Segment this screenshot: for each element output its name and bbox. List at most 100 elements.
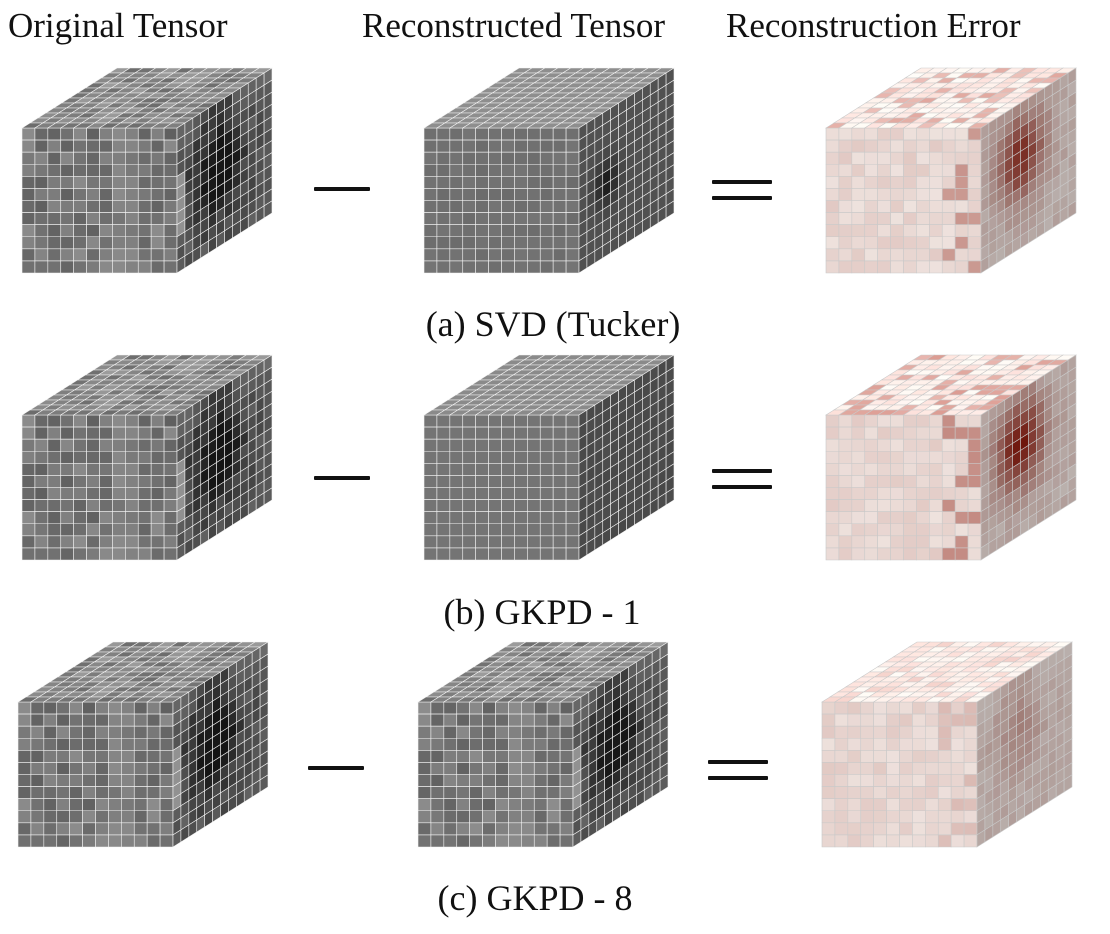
tensor-cell [925, 762, 939, 775]
tensor-cell [462, 151, 476, 165]
tensor-cell [539, 127, 554, 141]
tensor-cell [851, 535, 866, 549]
tensor-cell [21, 188, 36, 201]
tensor-cell [137, 139, 152, 153]
tensor-cell [21, 499, 36, 512]
tensor-cell [56, 725, 70, 739]
tensor-cell [937, 737, 952, 751]
tensor-cell [125, 414, 139, 428]
tensor-cell [903, 151, 917, 165]
tensor-cell [533, 774, 548, 787]
tensor-cell [423, 151, 438, 165]
tensor-cell [475, 414, 489, 428]
tensor-cell [860, 810, 874, 824]
tensor-cell [456, 774, 470, 787]
tensor-cell [937, 798, 952, 812]
tensor-cell [146, 725, 161, 739]
tensor-cell [514, 535, 528, 549]
tensor-cell [967, 414, 982, 428]
tensor-cell [150, 176, 165, 189]
tensor-cell [825, 535, 840, 549]
tensor-cell [899, 762, 913, 775]
tensor-cell [864, 151, 878, 165]
tensor-cell [565, 248, 580, 262]
tensor-cell [121, 822, 135, 836]
tensor-cell [912, 810, 926, 824]
tensor-cell [146, 750, 161, 763]
tensor-cell [488, 547, 502, 561]
tensor-cell [423, 139, 438, 153]
tensor-cell [954, 200, 969, 213]
tensor-cell [539, 151, 554, 165]
tensor-cell [56, 774, 70, 787]
tensor-cell [925, 725, 939, 739]
tensor-cell [929, 499, 943, 512]
tensor-cell [546, 822, 561, 836]
tensor-cell [86, 200, 100, 213]
tensor-cell [559, 713, 574, 727]
tensor-cell [834, 750, 849, 763]
tensor-cell [423, 188, 438, 201]
tensor-cell [150, 163, 165, 177]
tensor-cell [508, 774, 522, 787]
tensor-cell [69, 822, 83, 836]
tensor-cell [851, 511, 866, 525]
tensor-cell [462, 511, 476, 525]
tensor-cell [436, 163, 451, 177]
tensor-cell [539, 450, 554, 464]
tensor-cell [112, 248, 126, 262]
tensor-cell [821, 713, 836, 727]
tensor-cell [495, 762, 509, 775]
tensor-cell [941, 163, 956, 177]
tensor-cell [521, 810, 535, 824]
tensor-cell [903, 139, 917, 153]
tensor-cell [838, 463, 853, 476]
column-header-reconstruction-error: Reconstruction Error [726, 6, 1021, 45]
tensor-cell [21, 139, 36, 153]
tensor-cell [1067, 487, 1077, 506]
tensor-cell [877, 463, 891, 476]
tensor-cell [864, 426, 878, 440]
tensor-cell [834, 737, 849, 751]
tensor-cell [56, 750, 70, 763]
tensor-cell [967, 523, 982, 537]
tensor-cell [17, 834, 32, 848]
tensor-cell [912, 774, 926, 787]
tensor-cell [137, 547, 152, 561]
tensor-cell [877, 224, 891, 238]
tensor-cell [137, 438, 152, 452]
tensor-cell [137, 414, 152, 428]
tensor-cell [125, 200, 139, 213]
tensor-cell [941, 438, 956, 452]
tensor-cell [137, 163, 152, 177]
tensor-cell [514, 260, 528, 274]
tensor-cell [60, 200, 74, 213]
tensor-cell [43, 713, 58, 727]
tensor-cell [69, 713, 83, 727]
tensor-cell [552, 511, 567, 525]
tensor-cell [21, 414, 36, 428]
tensor-cell [860, 713, 874, 727]
tensor-cell [873, 750, 887, 763]
tensor-cell [449, 176, 464, 189]
tensor-cell [60, 511, 74, 525]
tensor-cell [838, 511, 853, 525]
tensor-cell [950, 750, 965, 763]
tensor-cell [508, 701, 522, 715]
tensor-cell [47, 426, 62, 440]
tensor-cell [514, 139, 528, 153]
tensor-cell [73, 499, 87, 512]
tensor-cell [559, 774, 574, 787]
tensor-cell [916, 127, 930, 141]
tensor-cell [99, 450, 113, 464]
tensor-cell [163, 475, 178, 488]
tensor-cell [967, 499, 982, 512]
tensor-cell [475, 248, 489, 262]
tensor-cell [82, 725, 96, 739]
tensor-cell [436, 188, 451, 201]
tensor-cell [552, 414, 567, 428]
tensor-cell [430, 786, 445, 799]
tensor-cell [86, 212, 100, 225]
tensor-cell [501, 248, 515, 262]
tensor-cell [163, 139, 178, 153]
